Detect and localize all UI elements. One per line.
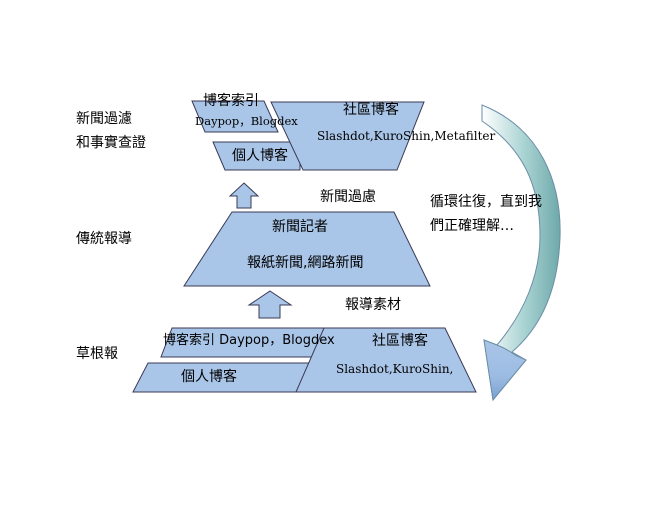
top-community-blog-sites: Slashdot,KuroShin,Metafilter <box>317 129 496 143</box>
bottom-community-blog-title: 社區博客 <box>372 333 428 349</box>
top-search-index-title: 博客索引 <box>203 93 259 109</box>
bottom-personal-blog-label: 個人博客 <box>181 369 237 385</box>
cycle-arrow-head <box>483 339 527 402</box>
bottom-tier-label: 草根報 <box>76 346 118 362</box>
cycle-text-line2: 們正確理解… <box>430 218 514 234</box>
up-arrow-lower <box>247 290 293 319</box>
top-personal-blog-label: 個人博客 <box>232 148 288 164</box>
news-filter-label: 新聞過慮 <box>320 189 376 205</box>
journalist-label: 新聞記者 <box>272 219 328 235</box>
report-material-label: 報導素材 <box>345 297 401 313</box>
top-tier-label-line2: 和事實查證 <box>76 135 146 151</box>
top-community-blog-title: 社區博客 <box>343 102 399 118</box>
top-tier-label-line1: 新聞過濾 <box>76 111 132 127</box>
top-search-index-shape <box>191 100 279 133</box>
top-community-blog-shape <box>270 101 425 171</box>
bottom-community-blog-sites: Slashdot,KuroShin, <box>336 362 454 376</box>
top-search-index-sites: Daypop，Blogdex <box>195 114 298 128</box>
top-personal-blog-shape <box>212 141 301 171</box>
middle-tier-label: 傳統報導 <box>76 231 132 247</box>
media-label: 報紙新聞,網路新聞 <box>247 255 364 271</box>
bottom-search-index-label: 博客索引 Daypop，Blogdex <box>163 333 335 348</box>
bottom-community-blog-shape <box>295 327 477 393</box>
journalist-trapezoid <box>183 211 431 287</box>
cycle-text-line1: 循環往復，直到我 <box>430 194 542 210</box>
up-arrow-upper <box>228 182 260 209</box>
